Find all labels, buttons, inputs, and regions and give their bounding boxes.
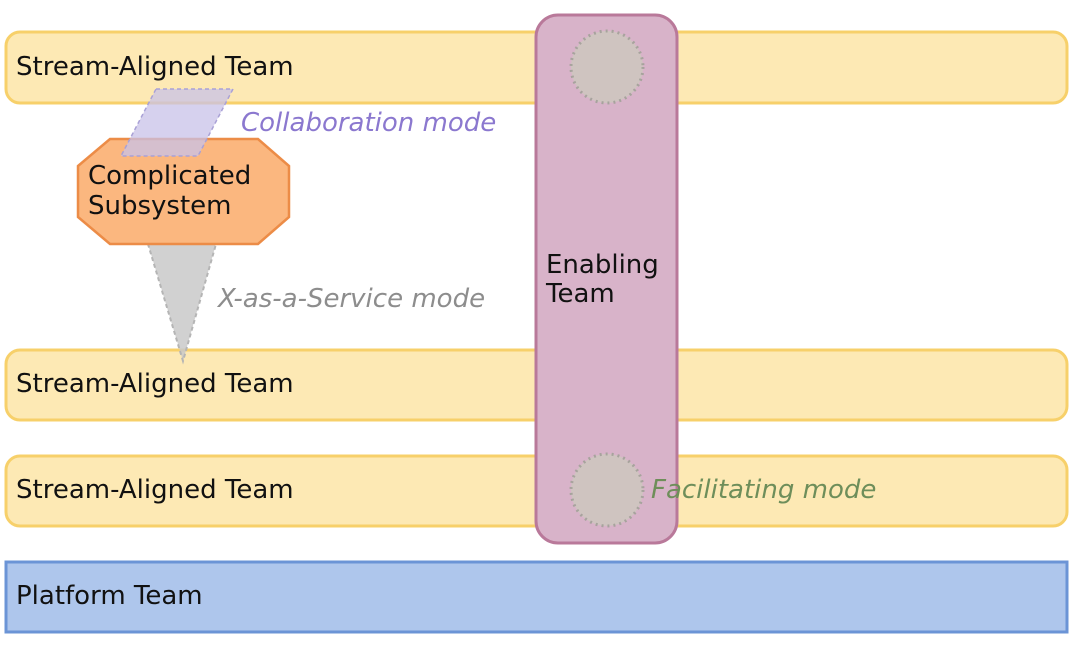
enabling-team-label-line2: Team — [545, 279, 615, 309]
stream-aligned-team-2-label: Stream-Aligned Team — [16, 369, 294, 399]
platform-team: Platform Team — [4, 560, 1069, 634]
enabling-team-box — [534, 13, 679, 545]
x-as-a-service-mode-label: X-as-a-Service mode — [216, 284, 485, 314]
stream-aligned-team-3-label: Stream-Aligned Team — [16, 475, 294, 505]
complicated-subsystem-label: Complicated Subsystem — [88, 161, 260, 221]
collaboration-interaction — [119, 88, 235, 157]
complicated-subsystem-box — [76, 137, 291, 246]
enabling-team-label: Enabling Team — [545, 250, 667, 309]
stream-aligned-team-1-label: Stream-Aligned Team — [16, 52, 294, 82]
facilitating-circle-top — [569, 29, 645, 105]
enabling-team: Enabling Team — [534, 13, 679, 545]
facilitating-circle-bottom — [569, 452, 645, 528]
platform-team-label: Platform Team — [16, 581, 203, 611]
x-as-a-service-interaction — [146, 243, 218, 365]
complicated-subsystem-team: Complicated Subsystem — [76, 137, 291, 246]
collaboration-mode-label: Collaboration mode — [241, 108, 496, 138]
complicated-subsystem-label-line1: Complicated — [88, 161, 251, 191]
enabling-team-label-line1: Enabling — [546, 250, 659, 280]
complicated-subsystem-label-line2: Subsystem — [88, 191, 231, 221]
platform-team-box — [4, 560, 1069, 634]
facilitating-mode-label: Facilitating mode — [651, 475, 876, 505]
